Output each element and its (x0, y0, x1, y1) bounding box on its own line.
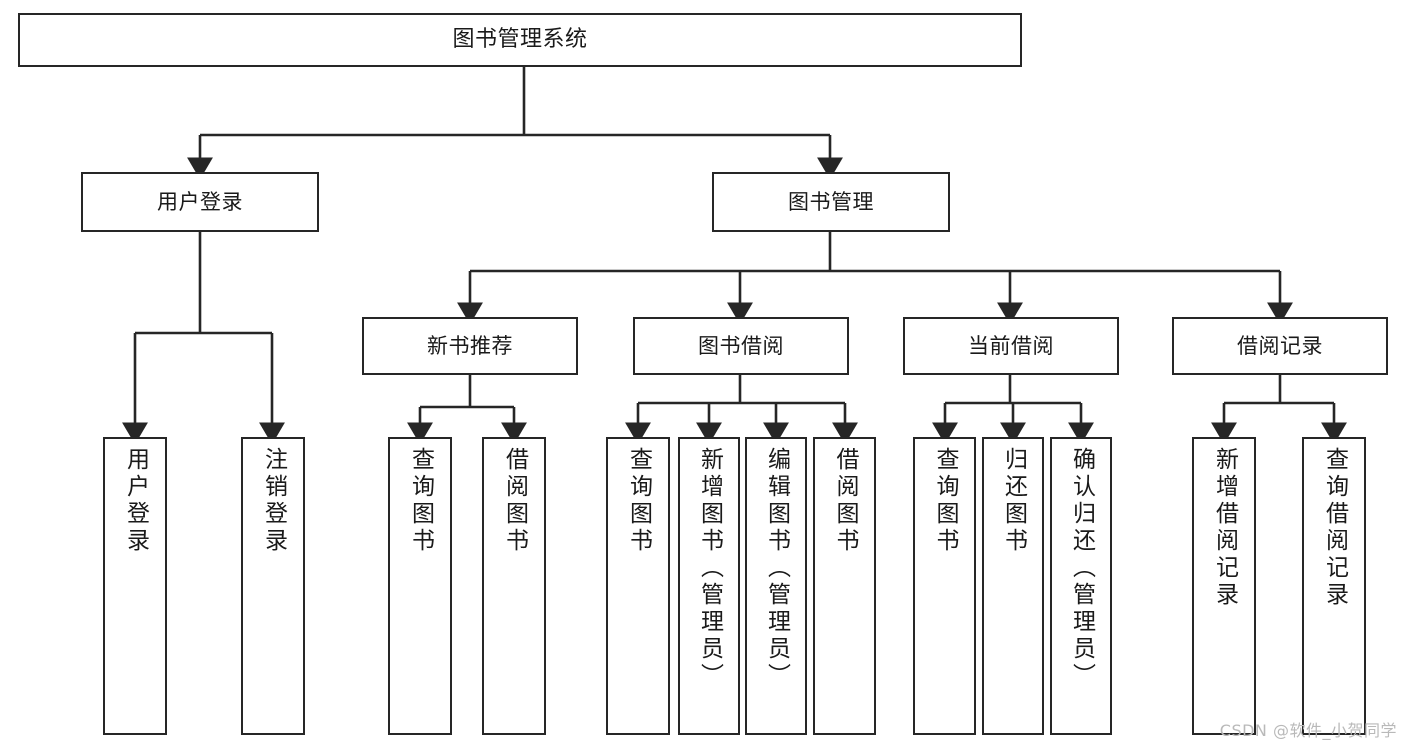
node-leaf-query-borrow-record-label: 查询借阅记录 (1321, 447, 1348, 609)
node-leaf-borrow-book-2[interactable]: 借阅图书 (813, 437, 876, 735)
node-book-management-label: 图书管理 (788, 189, 874, 214)
node-leaf-add-book[interactable]: 新增图书（管理员） (678, 437, 740, 735)
node-leaf-borrow-book-2-label: 借阅图书 (832, 447, 858, 555)
node-book-management[interactable]: 图书管理 (712, 172, 950, 232)
node-borrow-record-label: 借阅记录 (1237, 333, 1323, 358)
node-leaf-add-borrow-record[interactable]: 新增借阅记录 (1192, 437, 1256, 735)
node-leaf-borrow-book-1[interactable]: 借阅图书 (482, 437, 546, 735)
node-leaf-query-book-2[interactable]: 查询图书 (606, 437, 670, 735)
node-leaf-user-logout-label: 注销登录 (260, 447, 287, 555)
node-book-borrow[interactable]: 图书借阅 (633, 317, 849, 375)
node-book-borrow-label: 图书借阅 (698, 333, 784, 358)
node-leaf-user-login[interactable]: 用户登录 (103, 437, 167, 735)
node-leaf-add-borrow-record-label: 新增借阅记录 (1211, 447, 1238, 609)
node-new-book-recommend-label: 新书推荐 (427, 333, 513, 358)
node-leaf-query-book-1-label: 查询图书 (407, 447, 434, 555)
node-root[interactable]: 图书管理系统 (18, 13, 1022, 67)
node-current-borrow-label: 当前借阅 (968, 333, 1054, 358)
node-leaf-return-book-label: 归还图书 (1000, 447, 1027, 555)
node-leaf-confirm-return-label: 确认归还（管理员） (1068, 447, 1095, 690)
node-leaf-query-book-3[interactable]: 查询图书 (913, 437, 976, 735)
node-leaf-return-book[interactable]: 归还图书 (982, 437, 1044, 735)
node-leaf-query-borrow-record[interactable]: 查询借阅记录 (1302, 437, 1366, 735)
node-leaf-borrow-book-1-label: 借阅图书 (501, 447, 528, 555)
csdn-watermark: CSDN @软件_小贺同学 (1219, 721, 1397, 740)
node-leaf-user-login-label: 用户登录 (122, 447, 149, 555)
node-current-borrow[interactable]: 当前借阅 (903, 317, 1119, 375)
node-borrow-record[interactable]: 借阅记录 (1172, 317, 1388, 375)
node-leaf-add-book-label: 新增图书（管理员） (696, 447, 723, 690)
node-leaf-user-logout[interactable]: 注销登录 (241, 437, 305, 735)
node-leaf-edit-book[interactable]: 编辑图书（管理员） (745, 437, 807, 735)
node-root-label: 图书管理系统 (452, 27, 588, 53)
node-user-login[interactable]: 用户登录 (81, 172, 319, 232)
node-leaf-confirm-return[interactable]: 确认归还（管理员） (1050, 437, 1112, 735)
node-leaf-query-book-1[interactable]: 查询图书 (388, 437, 452, 735)
node-new-book-recommend[interactable]: 新书推荐 (362, 317, 578, 375)
node-leaf-edit-book-label: 编辑图书（管理员） (763, 447, 790, 690)
node-leaf-query-book-2-label: 查询图书 (625, 447, 652, 555)
node-leaf-query-book-3-label: 查询图书 (932, 447, 958, 555)
node-user-login-label: 用户登录 (157, 189, 243, 214)
